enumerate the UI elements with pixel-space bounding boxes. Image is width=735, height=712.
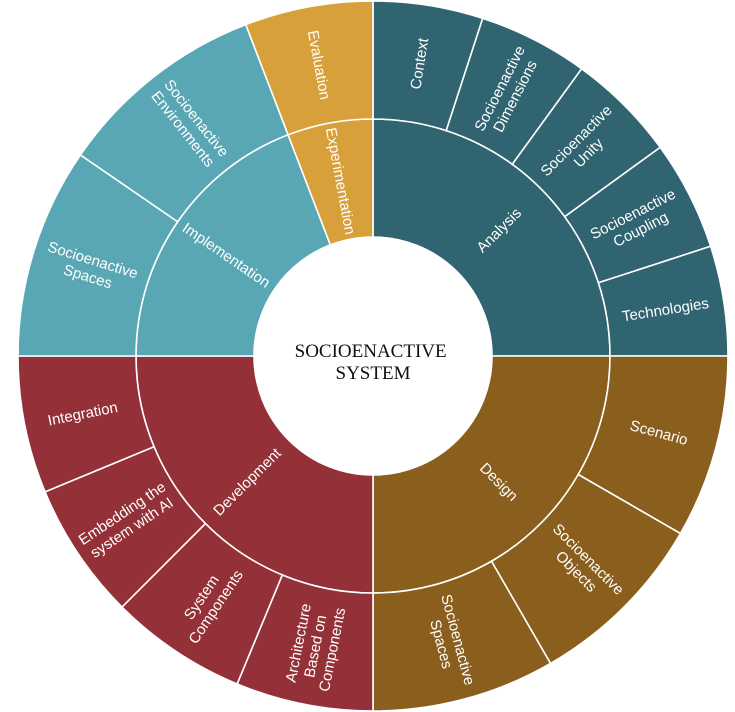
center-title: SOCIOENACTIVE SYSTEM xyxy=(295,341,452,384)
center-title-line-2: SYSTEM xyxy=(336,363,411,384)
outer-segment-evaluation xyxy=(244,0,374,136)
center-circle xyxy=(254,237,492,475)
center-title-line-1: SOCIOENACTIVE xyxy=(295,341,447,362)
outer-ring xyxy=(17,0,729,712)
